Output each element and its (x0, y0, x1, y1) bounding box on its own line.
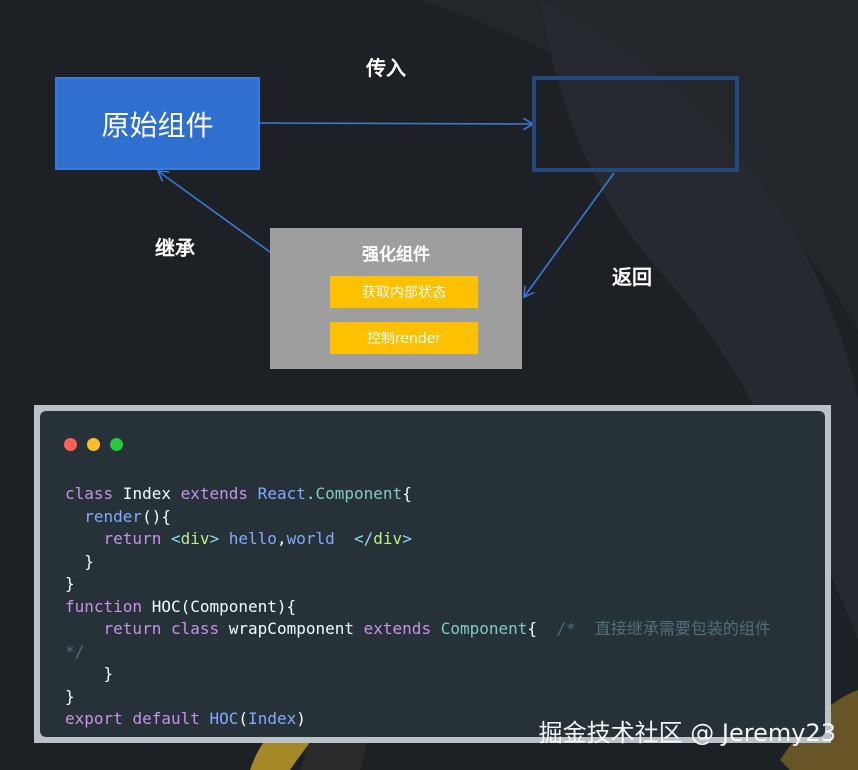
code-line: } (65, 574, 75, 593)
original-component-box: 原始组件 (55, 77, 260, 170)
enhanced-component-box: 强化组件 获取内部状态 控制render (270, 228, 522, 369)
arrow-pass-in (259, 123, 533, 124)
pass-in-label: 传入 (366, 56, 406, 80)
window-minimize-dot (87, 438, 100, 451)
original-component-label: 原始组件 (101, 108, 214, 142)
code-panel: class Index extends React.Component{ ren… (34, 405, 831, 743)
code-window: class Index extends React.Component{ ren… (40, 411, 825, 737)
code-line: class Index extends React.Component{ (65, 484, 412, 503)
chip-get-internal-state: 获取内部状态 (330, 276, 478, 308)
code-line: export default HOC(Index) (65, 709, 306, 728)
chip-control-render: 控制render (330, 322, 478, 354)
enhanced-component-title: 强化组件 (362, 245, 430, 265)
watermark: 掘金技术社区 @ Jeremy23 (538, 719, 836, 747)
code-line: */ (65, 641, 85, 661)
inherit-label: 继承 (155, 236, 195, 260)
window-maximize-dot (110, 438, 123, 451)
code-block: class Index extends React.Component{ ren… (65, 483, 771, 731)
return-label: 返回 (612, 265, 652, 289)
arrow-inherit (158, 171, 271, 253)
code-line: render(){ (84, 506, 171, 526)
diagram-arrows (0, 0, 615, 400)
returned-component-box (532, 76, 739, 172)
arrow-return (524, 172, 615, 297)
code-line: function HOC(Component){ (65, 596, 297, 616)
code-line: } (65, 686, 75, 706)
code-line: } (65, 551, 94, 571)
code-line: return class wrapComponent extends Compo… (103, 619, 771, 638)
hoc-diagram: 传入 继承 返回 原始组件 强化组件 获取内部状态 控制render (0, 0, 739, 400)
window-close-dot (64, 438, 77, 451)
code-line: } (65, 664, 114, 683)
code-line: return <div> hello,world </div> (103, 529, 412, 548)
